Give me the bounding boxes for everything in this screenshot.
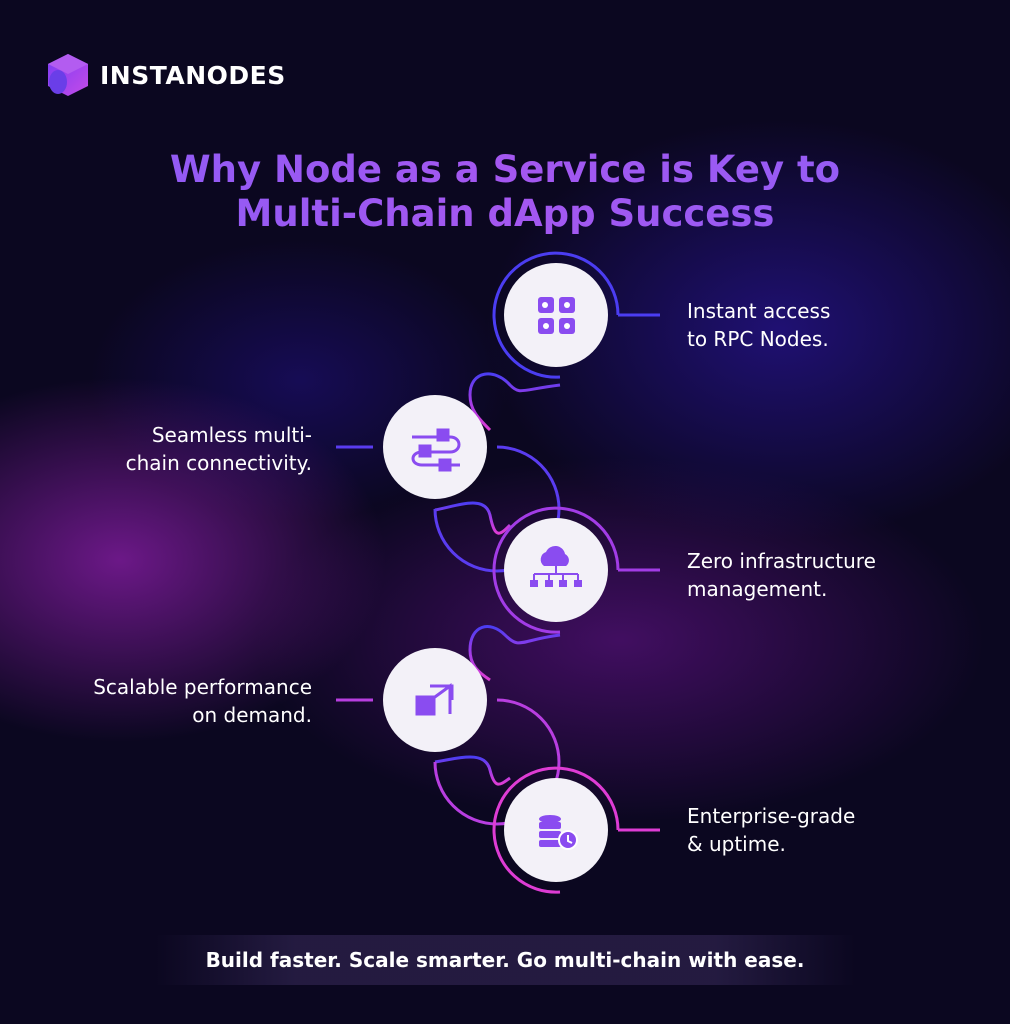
feature-text-4: Scalable performance on demand. xyxy=(93,673,312,729)
connector-path xyxy=(434,372,561,786)
feature-line: management. xyxy=(687,577,828,601)
brand-logo: INSTANODES xyxy=(46,52,286,98)
feature-line: Scalable performance xyxy=(93,675,312,699)
feature-circle-1 xyxy=(504,263,608,367)
cube-logo-icon xyxy=(48,54,88,96)
feature-text-1: Instant access to RPC Nodes. xyxy=(687,297,830,353)
cloud-network-icon xyxy=(530,545,582,587)
database-clock-icon xyxy=(539,815,578,850)
footer-tagline: Build faster. Scale smarter. Go multi-ch… xyxy=(205,948,805,972)
feature-text-5: Enterprise-grade & uptime. xyxy=(687,802,855,858)
feature-line: chain connectivity. xyxy=(125,451,312,475)
feature-line: to RPC Nodes. xyxy=(687,327,829,351)
scale-arrow-icon xyxy=(415,683,454,716)
feature-text-3: Zero infrastructure management. xyxy=(687,547,876,603)
feature-circle-2 xyxy=(383,395,487,499)
feature-line: Instant access xyxy=(687,299,831,323)
feature-line: & uptime. xyxy=(687,832,786,856)
feature-line: Seamless multi- xyxy=(151,423,312,447)
footer-banner: Build faster. Scale smarter. Go multi-ch… xyxy=(155,935,855,985)
feature-text-2: Seamless multi- chain connectivity. xyxy=(126,421,312,477)
feature-line: on demand. xyxy=(192,703,312,727)
connectivity-icon xyxy=(411,428,461,472)
rpc-nodes-icon xyxy=(538,297,575,334)
feature-circle-5 xyxy=(504,778,608,882)
feature-line: Enterprise-grade xyxy=(687,804,856,828)
brand-name: INSTANODES xyxy=(100,60,286,90)
feature-line: Zero infrastructure xyxy=(687,549,876,573)
